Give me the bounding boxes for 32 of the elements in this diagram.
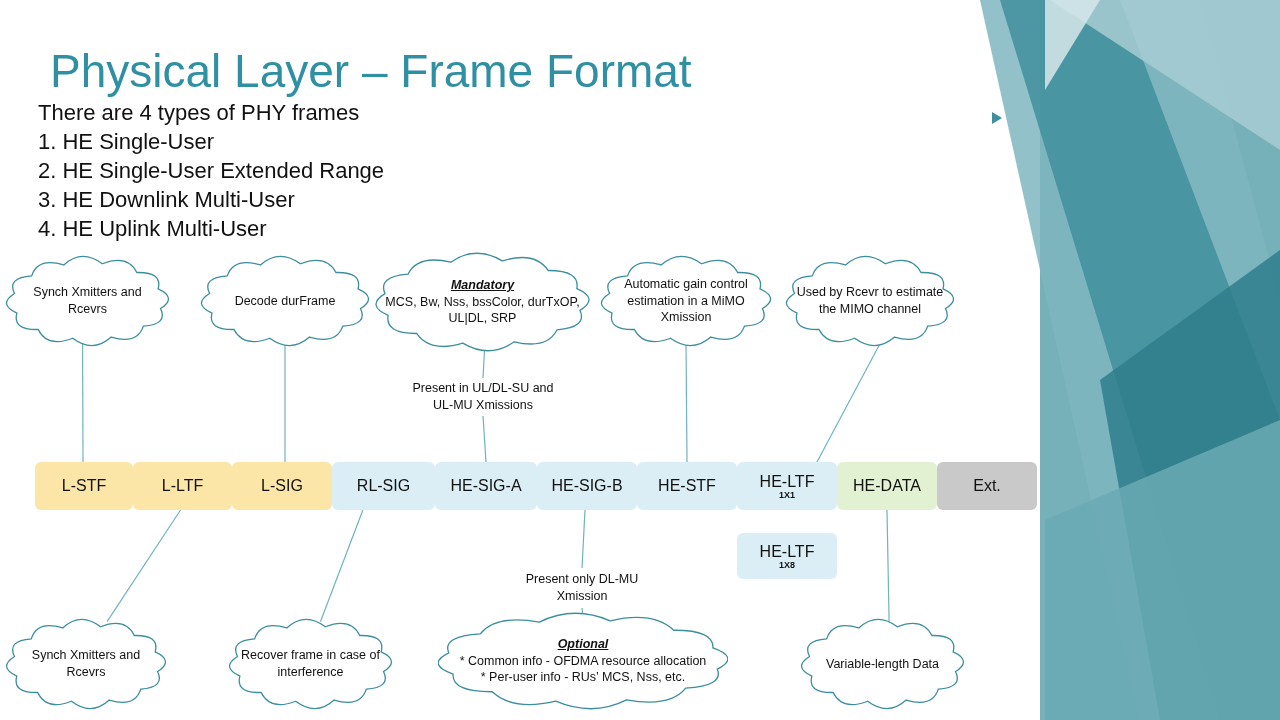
list-item: 3. HE Downlink Multi-User — [38, 187, 295, 213]
list-item: 2. HE Single-User Extended Range — [38, 158, 385, 184]
list-item: 4. HE Uplink Multi-User — [38, 216, 267, 242]
cloud-callout: Synch Xmitters and Rcevrs — [5, 255, 170, 347]
frame-field: HE-DATA — [837, 462, 937, 510]
cloud-callout: Decode durFrame — [200, 255, 370, 347]
connector-line — [581, 509, 586, 569]
frame-field: L-STF — [35, 462, 133, 510]
connector-line — [482, 415, 487, 463]
cloud-callout: Mandatory MCS, Bw, Nss, bssColor, durTxOP, UL|DL, SRP — [375, 252, 590, 352]
intro-text: There are 4 types of PHY frames — [38, 100, 360, 126]
slide-title: Physical Layer – Frame Format — [50, 44, 692, 98]
cloud-callout: Variable-length Data — [800, 618, 965, 710]
frame-field: HE-LTF 1X8 — [737, 533, 837, 579]
cloud-callout: Automatic gain control estimation in a MiMO Xmission — [600, 255, 772, 347]
frame-field: Ext. — [937, 462, 1037, 510]
cloud-callout: Recover frame in case of interference — [228, 618, 393, 710]
frame-field: L-SIG — [232, 462, 332, 510]
connector-line — [886, 509, 890, 623]
cloud-callout: Optional * Common info - OFDMA resource allocation * Per-user info - RUs’ MCS, Nss, etc. — [438, 612, 728, 710]
frame-field: HE-SIG-B — [537, 462, 637, 510]
frame-field: HE-SIG-A — [435, 462, 537, 510]
frame-field: L-LTF — [133, 462, 232, 510]
cloud-callout: Synch Xmitters and Rcevrs — [5, 618, 167, 710]
frame-field: RL-SIG — [332, 462, 435, 510]
connector-line — [106, 509, 182, 623]
list-item: 1. HE Single-User — [38, 129, 215, 155]
frame-field: HE-STF — [637, 462, 737, 510]
connector-line — [81, 342, 84, 463]
connector-line — [319, 509, 364, 623]
cloud-callout: Used by Rcevr to estimate the MIMO channel — [785, 255, 955, 347]
frame-field: HE-LTF 1X1 — [737, 462, 837, 510]
